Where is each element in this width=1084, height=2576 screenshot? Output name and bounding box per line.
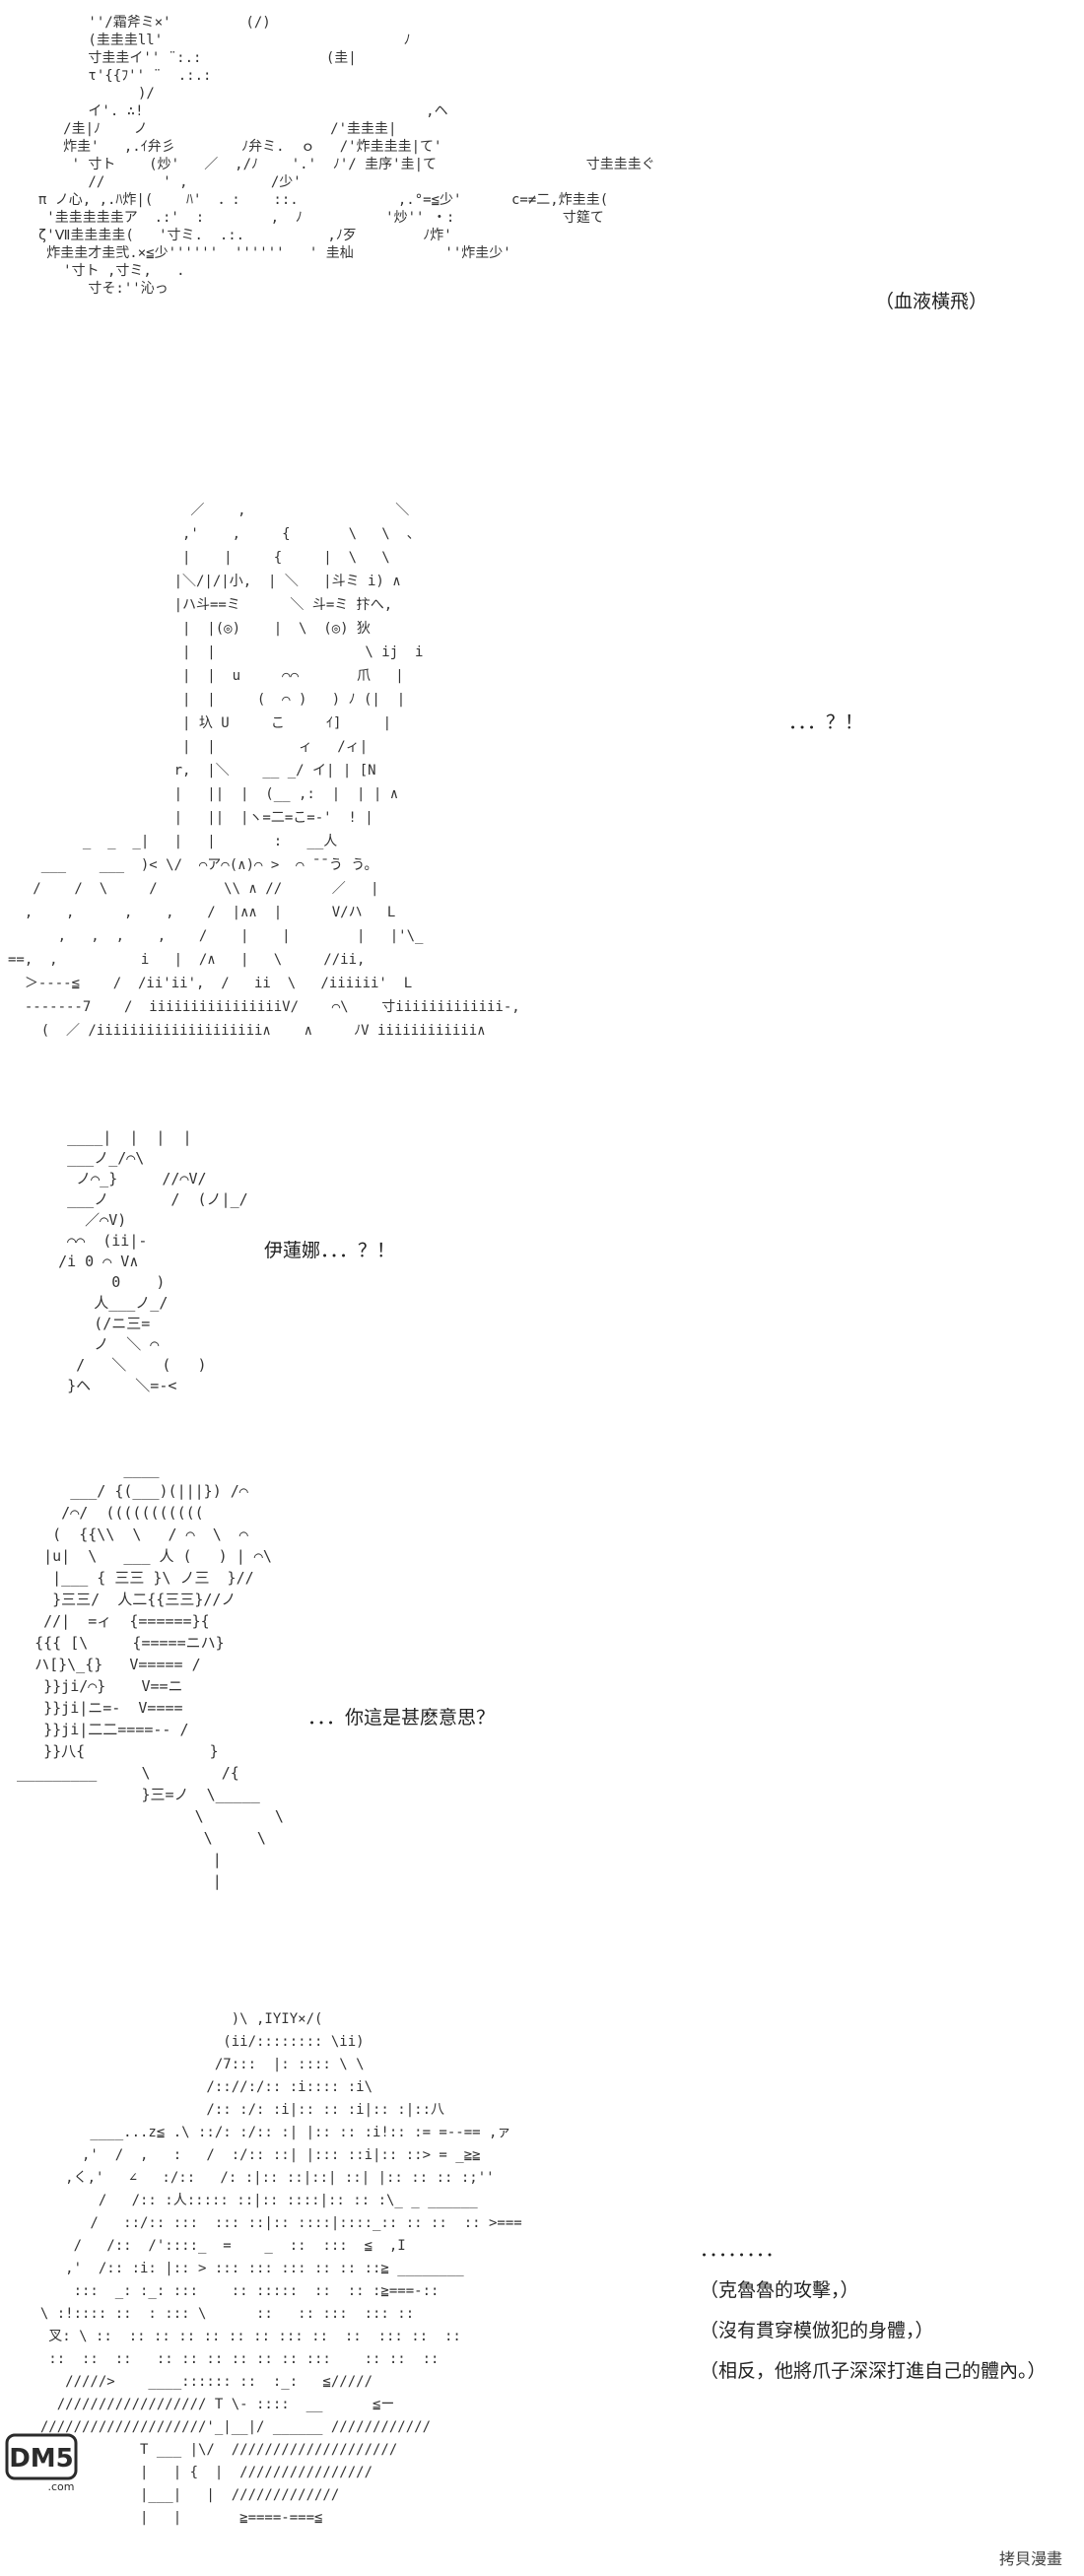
caption-line-kururu-attack: （克魯魯的攻擊，） — [700, 2279, 859, 2301]
ascii-art-side-face: ____| | | | ___ノ_/⌒\ ノ⌒_} //⌒V/ ___ノ / (… — [58, 1128, 248, 1394]
caption-blood-flying: （血液橫飛） — [875, 291, 988, 312]
caption-line-not-pierce: （沒有貫穿模倣犯的身體，） — [700, 2320, 934, 2341]
ascii-art-sword-rain: ''/霜斧ミ×' (/) (圭圭圭ll' ﾉ 寸圭圭イ'' ¨:.: (圭| τ… — [37, 15, 655, 297]
caption-line-claws-self: （相反，他將爪子深深打進自己的體內。） — [700, 2360, 1047, 2382]
dm5-watermark-logo: DM5 .com — [4, 2429, 81, 2493]
caption-elena: 伊蓮娜．．．？！ — [264, 1240, 396, 1261]
panel-armored-figure: ____ ___/ {(___)(|||}) /⌒ /⌒/ ((((((((((… — [0, 1449, 1084, 1981]
dm5-logo-icon: DM5 .com — [5, 2433, 78, 2493]
ascii-art-impaled: )\ ,IYIY×/( (ii/:::::::: \ii) /7::: |: :… — [32, 2011, 522, 2526]
site-watermark-text: 拷貝漫畫 — [998, 2549, 1062, 2568]
panel-clawed-girl: ／ , ＼ ,' , { \ \ 、 | | { | \ \ |＼/|/|小, … — [0, 483, 1084, 1094]
caption-attack-narration: ．．．．．．．． （克魯魯的攻擊，） （沒有貫穿模倣犯的身體，） （相反，他將爪… — [700, 2230, 1047, 2392]
caption-what-do-you-mean: ．．．你這是甚麽意思？ — [307, 1707, 496, 1729]
caption-line-ellipsis: ．．．．．．．． — [700, 2239, 784, 2261]
panel-sword-rain: ''/霜斧ミ×' (/) (圭圭圭ll' ﾉ 寸圭圭イ'' ¨:.: (圭| τ… — [0, 0, 1084, 463]
dm5-logo-text: DM5 — [9, 2444, 74, 2474]
caption-surprise: ．．．？！ — [788, 712, 864, 733]
panel-side-face: ____| | | | ___ノ_/⌒\ ノ⌒_} //⌒V/ ___ノ / (… — [0, 1114, 1084, 1449]
panel-impaled: )\ ,IYIY×/( (ii/:::::::: \ii) /7::: |: :… — [0, 1991, 1084, 2576]
dm5-logo-sub: .com — [48, 2480, 75, 2492]
ascii-art-armored-figure: ____ ___/ {(___)(|||}) /⌒ /⌒/ ((((((((((… — [17, 1460, 284, 1890]
ascii-art-clawed-girl: ／ , ＼ ,' , { \ \ 、 | | { | \ \ |＼/|/|小, … — [8, 503, 520, 1039]
